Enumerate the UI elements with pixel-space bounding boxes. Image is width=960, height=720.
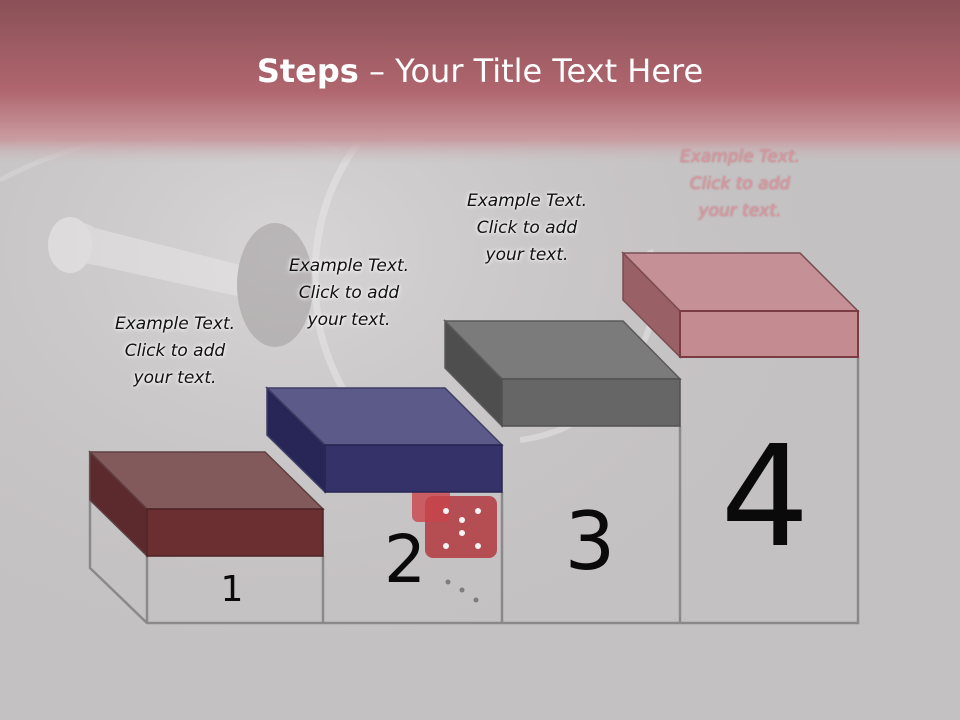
step-number-2: 2 bbox=[384, 521, 426, 598]
step-caption-1-line-3: your text. bbox=[133, 368, 217, 388]
step-block-4[interactable] bbox=[621, 251, 860, 359]
steps-outline bbox=[88, 356, 860, 625]
step-caption-3-line-2: Click to add bbox=[476, 218, 578, 238]
header-band bbox=[0, 0, 960, 165]
step-caption-1-line-2: Click to add bbox=[124, 341, 226, 361]
step-block-1[interactable] bbox=[88, 450, 325, 558]
step-caption-3-line-3: your text. bbox=[485, 245, 569, 265]
dice-image bbox=[412, 488, 497, 603]
step-caption-2-line-1: Example Text. bbox=[288, 256, 410, 276]
step-block-3[interactable] bbox=[443, 319, 682, 428]
step-caption-2[interactable]: Example Text. Click to add your text. bbox=[249, 253, 449, 334]
step-number-4: 4 bbox=[720, 416, 810, 579]
step-caption-1-line-1: Example Text. bbox=[114, 314, 236, 334]
step-caption-2-line-3: your text. bbox=[307, 310, 391, 330]
step-number-1: 1 bbox=[220, 569, 244, 610]
step-caption-4-line-3: your text. bbox=[698, 201, 782, 221]
step-block-2[interactable] bbox=[265, 386, 504, 494]
step-caption-4-line-2: Click to add bbox=[689, 174, 791, 194]
title-bold: Steps bbox=[256, 52, 359, 90]
title-rest: – Your Title Text Here bbox=[358, 52, 704, 90]
gear-lever-image bbox=[48, 217, 313, 347]
step-caption-4[interactable]: Example Text. Click to add your text. bbox=[640, 144, 840, 225]
step-caption-3[interactable]: Example Text. Click to add your text. bbox=[427, 188, 627, 269]
step-caption-1[interactable]: Example Text. Click to add your text. bbox=[75, 311, 275, 392]
page-title: Steps – Your Title Text Here bbox=[0, 52, 960, 90]
step-caption-4-line-1: Example Text. bbox=[679, 147, 801, 167]
step-caption-3-line-1: Example Text. bbox=[466, 191, 588, 211]
step-number-3: 3 bbox=[564, 495, 616, 588]
step-caption-2-line-2: Click to add bbox=[298, 283, 400, 303]
